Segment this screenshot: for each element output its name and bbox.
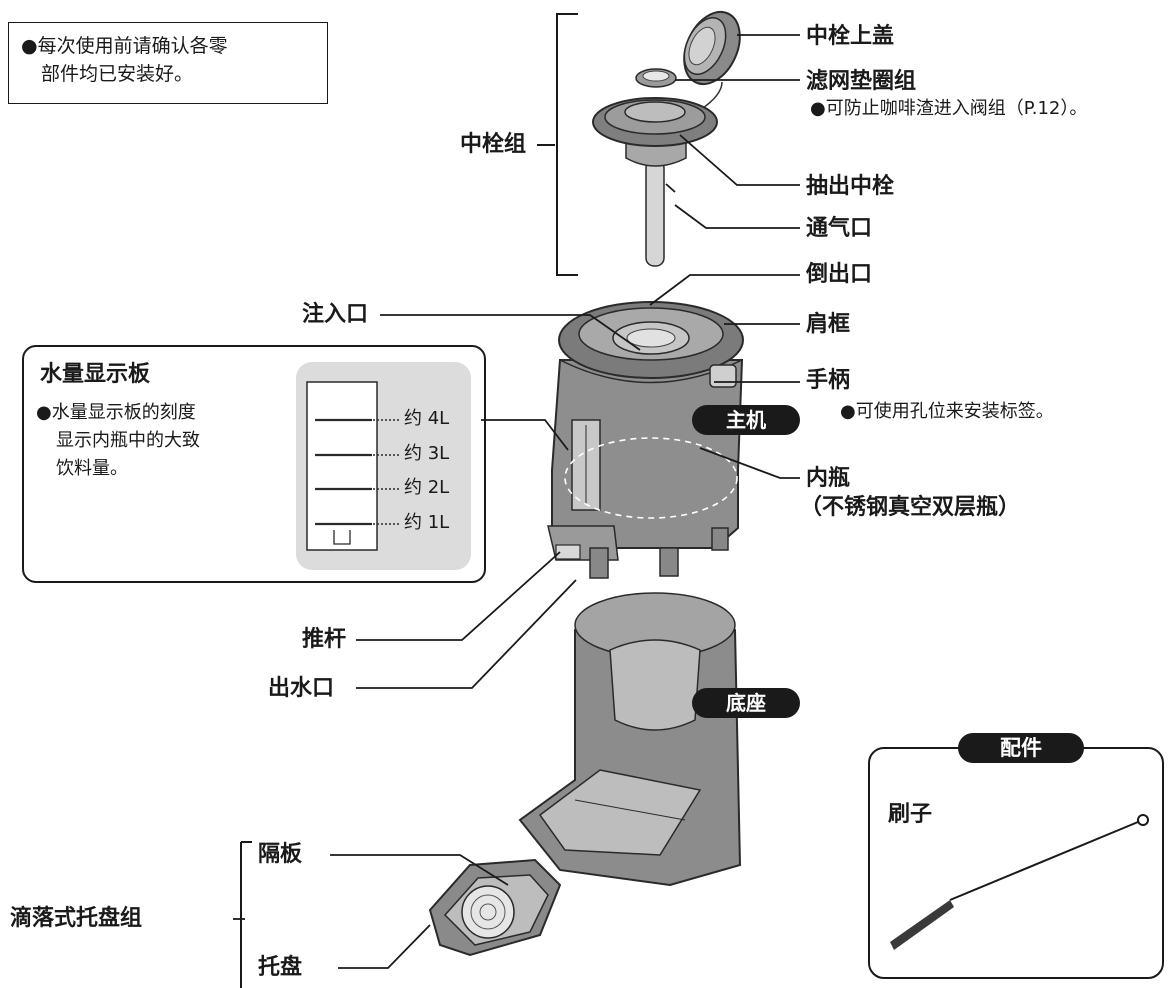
cap-illustration [683, 10, 741, 111]
notice-box: ●每次使用前请确认各零 部件均已安装好。 [8, 22, 328, 104]
accessories-title: 配件 [958, 733, 1084, 763]
stopper-illustration [592, 97, 718, 267]
gauge-level-2l: 约 2L [404, 477, 450, 498]
label-lever: 推杆 [302, 627, 347, 652]
drip-tray-illustration [428, 858, 562, 957]
label-pour: 倒出口 [806, 262, 873, 287]
badge-base: 底座 [692, 688, 800, 718]
label-inner-bottle: 内瓶 [806, 466, 851, 491]
label-stopper: 抽出中栓 [806, 174, 895, 199]
gauge-desc-3: 饮料量。 [56, 458, 128, 479]
filter-illustration [635, 68, 677, 88]
label-filter: 滤网垫圈组 [806, 69, 917, 94]
label-shoulder: 肩框 [806, 312, 851, 337]
leader-lines [233, 34, 800, 969]
notice-line-1: ●每次使用前请确认各零 [21, 35, 228, 57]
label-filter-note: ●可防止咖啡渣进入阀组（P.12）。 [810, 98, 1088, 119]
gauge-desc-1: ●水量显示板的刻度 [36, 402, 196, 423]
base-illustration [518, 592, 742, 887]
label-brush: 刷子 [888, 802, 933, 827]
gauge-desc-2: 显示内瓶中的大致 [56, 430, 200, 451]
badge-main-unit: 主机 [692, 405, 800, 435]
label-stopper-group: 中栓组 [460, 132, 527, 157]
label-tray: 托盘 [258, 955, 303, 980]
gauge-level-3l: 约 3L [404, 443, 450, 464]
gauge-level-1l: 约 1L [404, 512, 450, 533]
notice-line-2: 部件均已安装好。 [41, 63, 194, 85]
label-handle-note: ●可使用孔位来安装标签。 [840, 401, 1054, 422]
stopper-group-bracket [556, 13, 578, 276]
label-vent: 通气口 [806, 216, 873, 241]
label-drip-tray-group: 滴落式托盘组 [10, 906, 143, 931]
gauge-illustration [296, 362, 471, 570]
gauge-title: 水量显示板 [40, 362, 151, 387]
gauge-level-4l: 约 4L [404, 408, 450, 429]
label-divider: 隔板 [258, 842, 303, 867]
label-inlet: 注入口 [302, 302, 369, 327]
label-handle: 手柄 [806, 368, 851, 393]
label-outlet: 出水口 [268, 676, 335, 701]
label-cap: 中栓上盖 [806, 24, 895, 49]
main-unit-illustration [547, 301, 744, 579]
brush-illustration [890, 814, 1149, 950]
label-inner-bottle-sub: （不锈钢真空双层瓶） [800, 495, 1021, 520]
